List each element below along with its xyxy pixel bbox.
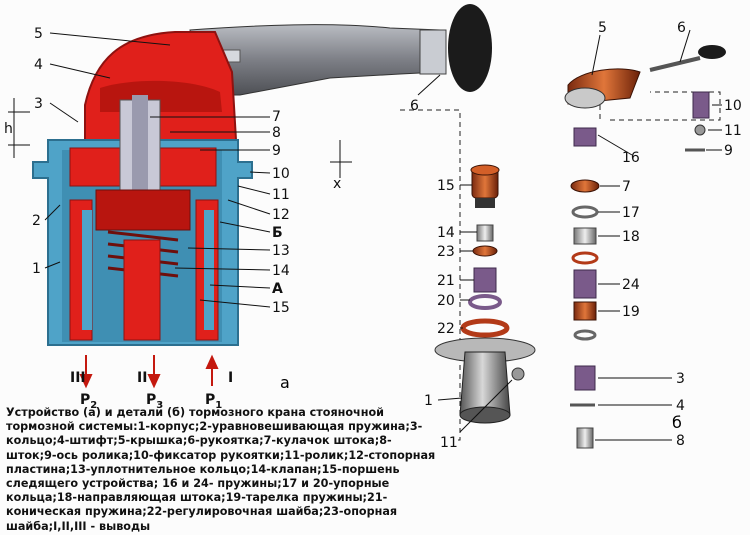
part-guide-18 <box>573 227 597 245</box>
callout-b-7: 7 <box>622 179 631 195</box>
callout-b-22: 22 <box>437 321 455 337</box>
roller-part-11 <box>511 367 525 381</box>
callout-b-6: 6 <box>677 20 686 36</box>
part-valve-14 <box>476 224 494 242</box>
callout-b-9: 9 <box>724 143 733 159</box>
callout-6-handle: 6 <box>410 98 419 114</box>
channel-i-bore <box>204 210 214 330</box>
callout-3: 3 <box>34 96 43 112</box>
callout-b-11r: 11 <box>724 123 742 139</box>
dimension-x-label: x <box>333 176 341 192</box>
callout-8: 8 <box>272 125 281 141</box>
callout-12: 12 <box>272 207 290 223</box>
outlet-iii: III <box>70 370 86 386</box>
left-column-parts <box>434 164 536 424</box>
callout-1: 1 <box>32 261 41 277</box>
callout-15: 15 <box>272 300 290 316</box>
channel-ii <box>123 239 161 341</box>
callout-11: 11 <box>272 187 290 203</box>
callout-b-cyr: Б <box>272 225 283 241</box>
part-ring-20 <box>468 294 502 310</box>
callout-b-5: 5 <box>598 20 607 36</box>
panel-a-label: а <box>280 373 290 392</box>
part-spring-24 <box>573 269 597 299</box>
port-p1: P1 <box>205 392 222 411</box>
right-column-parts <box>564 45 726 449</box>
callout-4: 4 <box>34 57 43 73</box>
handle-collar <box>419 29 447 75</box>
part-shim-22 <box>460 318 510 338</box>
callout-b-18: 18 <box>622 229 640 245</box>
callout-9: 9 <box>272 143 281 159</box>
part-ring-3 <box>574 365 596 391</box>
leaders-b <box>437 29 722 441</box>
leaders-a <box>44 32 441 308</box>
callout-b-1: 1 <box>424 393 433 409</box>
callout-a-cyr: А <box>272 281 283 297</box>
figure-caption: Устройство (а) и детали (б) тормозного к… <box>6 406 436 533</box>
part-stem-8 <box>576 427 594 449</box>
housing-part-1 <box>459 351 511 416</box>
flow-arrows <box>79 354 219 389</box>
callout-b-4: 4 <box>676 398 685 414</box>
part-cam-7 <box>570 179 600 193</box>
part-piston-skirt <box>475 198 495 208</box>
callout-b-15: 15 <box>437 178 455 194</box>
handle-knob <box>448 4 492 92</box>
part-roller-11 <box>694 124 706 136</box>
valve-seat <box>95 189 191 231</box>
callout-b-21: 21 <box>437 273 455 289</box>
part-washer-23 <box>472 245 498 257</box>
callout-13: 13 <box>272 243 290 259</box>
callout-b-23: 23 <box>437 244 455 260</box>
part-spring-10 <box>692 91 710 119</box>
callout-5: 5 <box>34 26 43 42</box>
section-view-a: h x <box>4 4 492 389</box>
callout-b-8: 8 <box>676 433 685 449</box>
callout-b-11: 11 <box>440 435 458 451</box>
dimension-h-label: h <box>4 121 13 137</box>
callout-10: 10 <box>272 166 290 182</box>
outlet-ii: II <box>137 370 147 386</box>
assembly-guides <box>400 91 721 441</box>
callout-7: 7 <box>272 109 281 125</box>
callout-b-20: 20 <box>437 293 455 309</box>
callout-b-17: 17 <box>622 205 640 221</box>
callout-b-14: 14 <box>437 225 455 241</box>
outlet-i: I <box>228 370 233 386</box>
callout-b-10: 10 <box>724 98 742 114</box>
part-plate-19 <box>573 301 597 321</box>
exploded-view-b <box>400 29 726 449</box>
port-p3: P3 <box>146 392 163 411</box>
callout-b-16: 16 <box>622 150 640 166</box>
panel-b-label: б <box>672 413 682 432</box>
part-spring-21 <box>473 267 497 293</box>
part-handle-6 <box>649 56 701 72</box>
callout-b-24: 24 <box>622 277 640 293</box>
callout-labels: 5 4 3 2 1 6 7 8 9 10 11 12 Б 13 14 А 15 … <box>32 20 742 451</box>
dimension-marks <box>8 98 352 178</box>
callout-b-19: 19 <box>622 304 640 320</box>
port-p2: P2 <box>80 392 97 411</box>
part-spring-16 <box>573 127 597 147</box>
part-ring-17 <box>571 205 599 219</box>
handle-lever <box>189 24 441 96</box>
channel-iii-bore <box>82 210 92 330</box>
callout-14: 14 <box>272 263 290 279</box>
callout-b-3: 3 <box>676 371 685 387</box>
callout-2: 2 <box>32 213 41 229</box>
